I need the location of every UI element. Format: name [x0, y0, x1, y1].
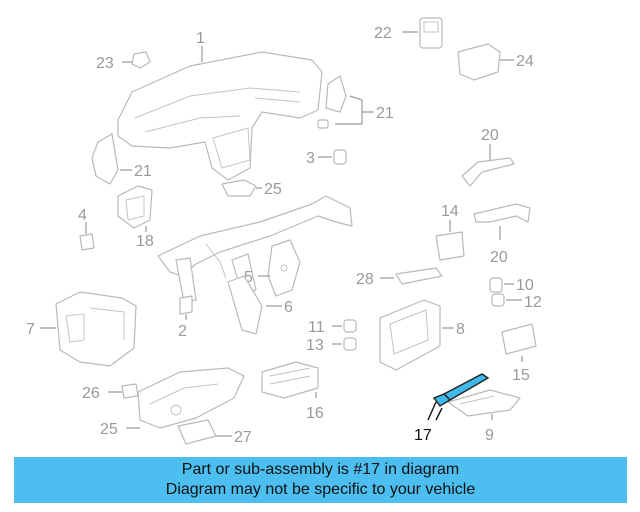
callout-6: 6	[284, 299, 293, 316]
part-3-knob[interactable]	[333, 149, 347, 165]
part-7-glove-box[interactable]	[55, 291, 137, 367]
callout-14: 14	[441, 203, 459, 220]
part-16-switch-panel[interactable]	[261, 361, 319, 399]
part-6-brace[interactable]	[227, 275, 263, 335]
callout-15: 15	[512, 367, 530, 384]
callout-10: 10	[516, 277, 534, 294]
part-9-tray[interactable]	[447, 389, 521, 417]
part-27-clip[interactable]	[121, 383, 139, 399]
part-10-knob[interactable]	[489, 277, 503, 293]
part-11-knob[interactable]	[343, 319, 357, 333]
callout-4: 4	[78, 207, 87, 224]
callout-7: 7	[26, 321, 35, 338]
callout-29: 28	[356, 271, 374, 288]
part-20-bezel[interactable]	[473, 203, 531, 223]
callout-11: 11	[308, 319, 325, 336]
callout-18: 18	[136, 233, 154, 250]
banner-line-2: Diagram may not be specific to your vehi…	[165, 481, 476, 498]
parts-diagram: 1 21 21 22 23 24 20 3 25	[26, 17, 542, 446]
callout-9: 9	[485, 427, 494, 444]
part-8-center-bezel[interactable]	[379, 299, 441, 371]
callout-19: 20	[481, 127, 499, 144]
part-17-highlighted[interactable]	[432, 373, 490, 407]
callout-23: 23	[96, 55, 114, 72]
callout-12: 12	[524, 294, 542, 311]
callout-3: 3	[306, 150, 315, 167]
callout-5: 5	[244, 269, 253, 286]
callout-24: 24	[516, 53, 534, 70]
callout-2: 2	[178, 323, 187, 340]
part-reinforcement-beam[interactable]	[157, 195, 353, 303]
part-5-bracket[interactable]	[267, 239, 301, 297]
callout-17: 17	[414, 427, 432, 444]
part-26-lower-panel[interactable]	[137, 367, 245, 429]
part-19-bracket[interactable]	[461, 157, 515, 187]
callout-21-upper: 21	[376, 105, 394, 122]
part-2-stay[interactable]	[179, 295, 193, 315]
callout-25: 25	[264, 181, 282, 198]
callout-22: 22	[374, 25, 392, 42]
callout-28: 27	[234, 429, 252, 446]
info-banner: Part or sub-assembly is #17 in diagram D…	[14, 457, 627, 503]
part-25-bracket[interactable]	[221, 179, 257, 197]
part-22-switch[interactable]	[419, 17, 443, 49]
callout-27: 26	[82, 385, 100, 402]
callout-20: 20	[490, 249, 508, 266]
part-14-panel[interactable]	[435, 231, 465, 261]
banner-line-1: Part or sub-assembly is #17 in diagram	[181, 461, 460, 478]
part-13-knob[interactable]	[343, 337, 357, 351]
callout-26: 25	[100, 421, 118, 438]
part-21-left-vent[interactable]	[91, 133, 119, 185]
part-21-side-vent[interactable]	[317, 75, 347, 129]
callout-16: 16	[306, 405, 324, 422]
part-18-vent-housing[interactable]	[117, 185, 153, 229]
callout-8: 8	[456, 321, 465, 338]
part-29-trim-panel[interactable]	[395, 267, 443, 285]
callout-1: 1	[196, 30, 205, 47]
part-24-cover[interactable]	[457, 43, 501, 81]
part-1-instrument-panel[interactable]	[117, 51, 323, 181]
part-23-clip[interactable]	[131, 51, 151, 69]
callout-13: 13	[306, 337, 324, 354]
part-15-cover[interactable]	[501, 323, 537, 355]
part-12-knob[interactable]	[491, 293, 505, 307]
part-4-clip[interactable]	[79, 233, 95, 251]
part-28-cover[interactable]	[177, 419, 217, 445]
callout-21-left: 21	[134, 163, 152, 180]
